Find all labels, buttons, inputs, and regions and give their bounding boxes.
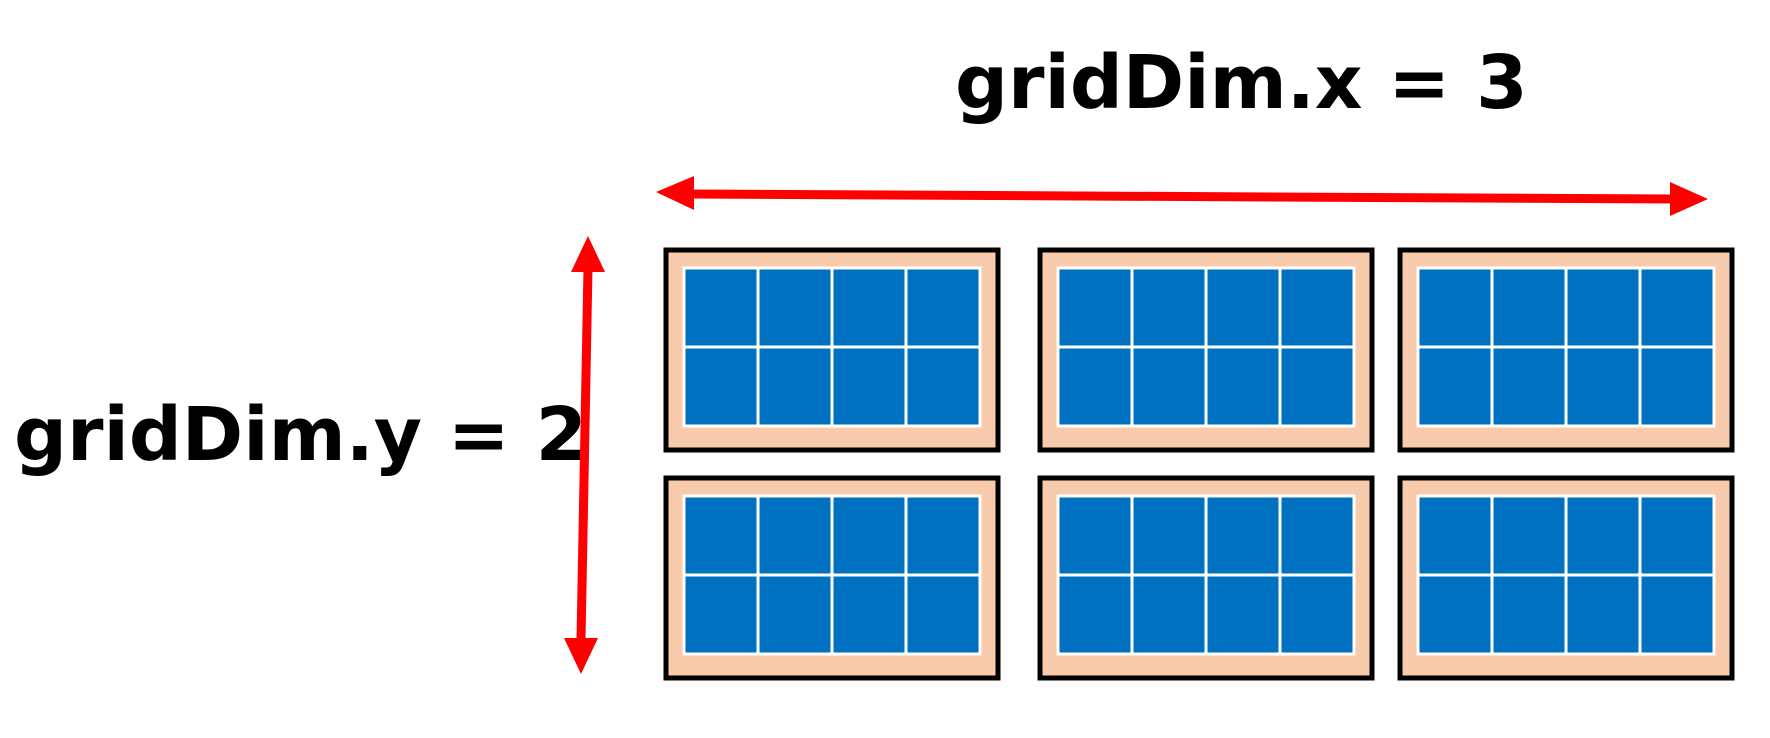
grid-x-double-arrow bbox=[656, 176, 1708, 216]
thread-cell bbox=[1564, 266, 1642, 349]
thread-cell bbox=[1564, 494, 1642, 577]
thread-cell bbox=[682, 494, 760, 577]
thread-cell bbox=[830, 266, 908, 349]
thread-cell bbox=[1056, 345, 1134, 428]
thread-cell bbox=[756, 266, 834, 349]
thread-cell bbox=[1278, 266, 1356, 349]
thread-cell bbox=[1130, 345, 1208, 428]
thread-cell bbox=[830, 573, 908, 656]
grid-y-double-arrow bbox=[564, 236, 605, 674]
thread-cell bbox=[1416, 573, 1494, 656]
thread-cell bbox=[1638, 266, 1716, 349]
thread-cell bbox=[904, 494, 982, 577]
thread-cell bbox=[1278, 494, 1356, 577]
grid-dim-x-label: gridDim.x = 3 bbox=[955, 40, 1528, 126]
thread-cell bbox=[682, 573, 760, 656]
thread-cell bbox=[1056, 573, 1134, 656]
grid-y-arrowhead-top bbox=[571, 236, 605, 272]
thread-cell bbox=[1278, 345, 1356, 428]
thread-cell bbox=[1204, 266, 1282, 349]
thread-cell bbox=[1638, 573, 1716, 656]
thread-cell bbox=[682, 345, 760, 428]
grid-x-arrowhead-left bbox=[656, 176, 694, 210]
thread-cell bbox=[682, 266, 760, 349]
thread-cell bbox=[1056, 494, 1134, 577]
grid-x-arrowhead-right bbox=[1670, 182, 1708, 216]
thread-cell bbox=[1130, 573, 1208, 656]
grid-dim-y-label: gridDim.y = 2 bbox=[14, 392, 588, 478]
thread-cell bbox=[1204, 573, 1282, 656]
thread-cell bbox=[830, 345, 908, 428]
thread-cell bbox=[1416, 345, 1494, 428]
thread-cell bbox=[904, 266, 982, 349]
thread-cell bbox=[1638, 345, 1716, 428]
thread-cell bbox=[1130, 494, 1208, 577]
thread-cell bbox=[1056, 266, 1134, 349]
thread-cell bbox=[1490, 573, 1568, 656]
grid-y-arrow-shaft bbox=[576, 267, 593, 641]
thread-cell bbox=[904, 573, 982, 656]
thread-cell bbox=[756, 345, 834, 428]
thread-cell bbox=[1490, 266, 1568, 349]
thread-cell bbox=[1278, 573, 1356, 656]
thread-cell bbox=[904, 345, 982, 428]
thread-cell bbox=[1490, 494, 1568, 577]
thread-cell bbox=[1130, 266, 1208, 349]
thread-block-1-0 bbox=[1037, 247, 1375, 453]
thread-block-2-1 bbox=[1397, 475, 1735, 681]
thread-cell bbox=[756, 494, 834, 577]
grid-y-arrowhead-bottom bbox=[564, 638, 598, 674]
thread-cell bbox=[1204, 494, 1282, 577]
thread-cell bbox=[756, 573, 834, 656]
thread-block-1-1 bbox=[1037, 475, 1375, 681]
thread-cell bbox=[1490, 345, 1568, 428]
thread-block-0-0 bbox=[663, 247, 1001, 453]
grid-x-arrow-shaft bbox=[689, 189, 1671, 204]
thread-cell bbox=[1416, 494, 1494, 577]
thread-cell bbox=[1204, 345, 1282, 428]
thread-cell bbox=[830, 494, 908, 577]
thread-cell bbox=[1564, 345, 1642, 428]
thread-cell bbox=[1638, 494, 1716, 577]
thread-cell bbox=[1416, 266, 1494, 349]
thread-block-2-0 bbox=[1397, 247, 1735, 453]
thread-cell bbox=[1564, 573, 1642, 656]
thread-blocks bbox=[663, 247, 1735, 681]
thread-block-0-1 bbox=[663, 475, 1001, 681]
